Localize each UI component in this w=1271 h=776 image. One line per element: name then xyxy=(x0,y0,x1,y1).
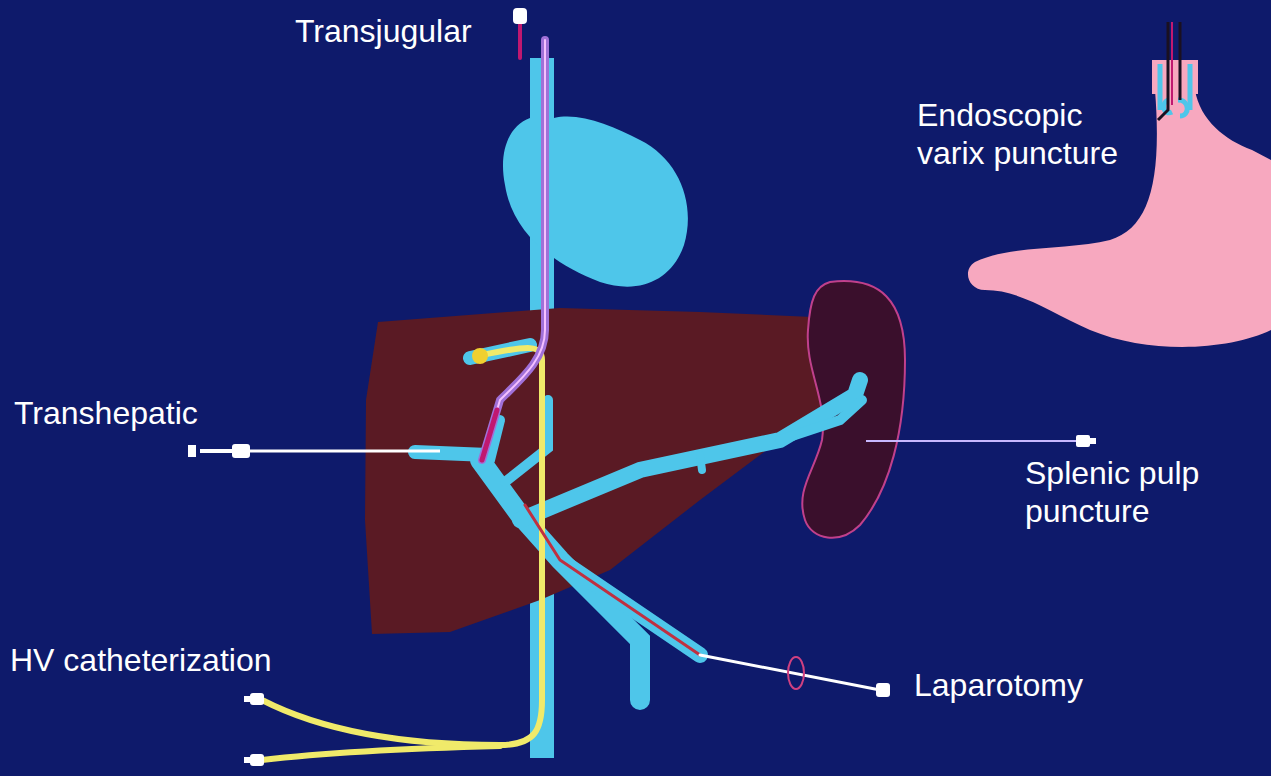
catheter-hub xyxy=(244,693,264,766)
label-transjugular: Transjugular xyxy=(295,12,555,50)
label-laparotomy: Laparotomy xyxy=(914,666,1144,704)
heart xyxy=(503,117,688,287)
laparotomy-catheter xyxy=(525,505,890,697)
label-hv: HV catheterization xyxy=(10,641,350,679)
wedge-balloon xyxy=(472,348,488,364)
label-splenic: Splenic pulp puncture xyxy=(1025,454,1260,530)
portal-vein xyxy=(415,345,862,700)
transhepatic-needle xyxy=(188,444,440,458)
splenic-needle xyxy=(866,435,1096,447)
transjugular-hub xyxy=(513,8,527,24)
liver xyxy=(365,308,862,634)
label-endoscopic: Endoscopic varix puncture xyxy=(917,96,1142,172)
transjugular-catheter xyxy=(482,22,545,460)
stomach xyxy=(968,22,1271,347)
label-transhepatic: Transhepatic xyxy=(14,394,274,432)
